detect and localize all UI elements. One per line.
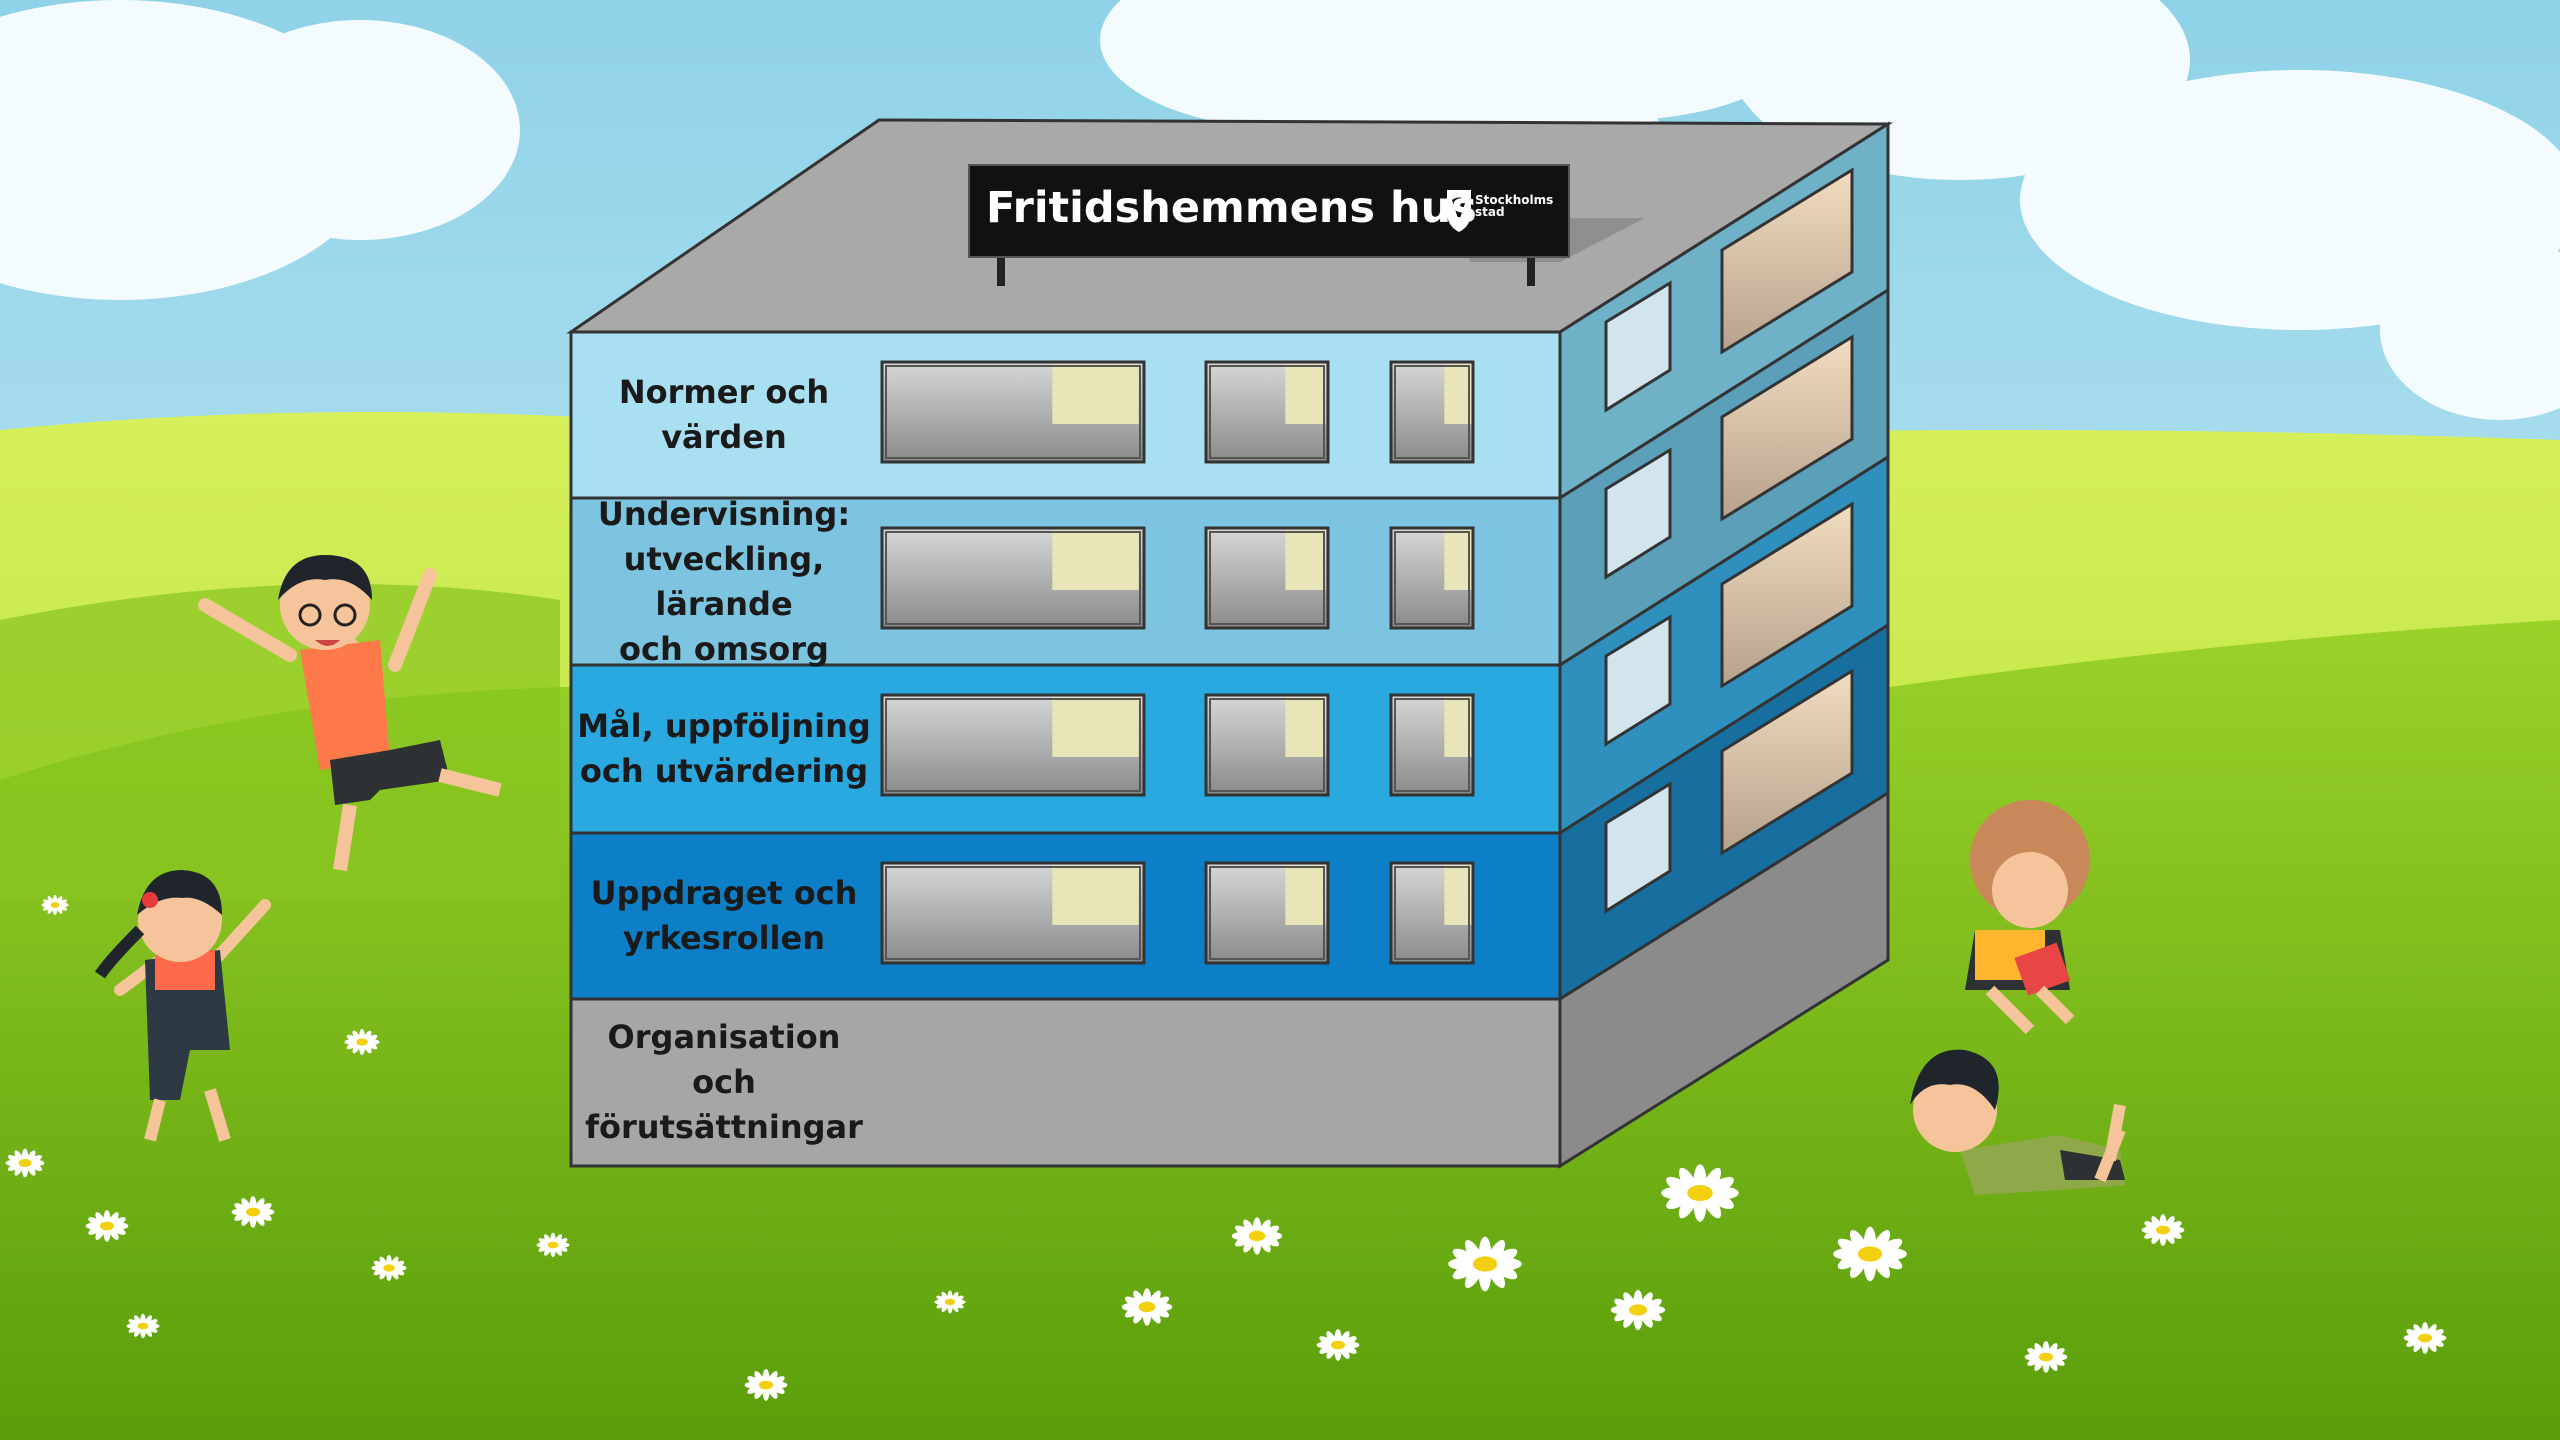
floor-label-2: Undervisning: utveckling, lärande och om…	[597, 494, 851, 668]
floor-label-5: Organisation och förutsättningar	[585, 1018, 863, 1146]
daisy	[2024, 1341, 2068, 1373]
daisy	[5, 1148, 45, 1178]
floor-label-3: Mål, uppföljning och utvärdering	[577, 707, 871, 790]
kid-lying-boy	[1910, 1049, 2126, 1195]
floor-label-4: Uppdraget och yrkesrollen	[590, 874, 858, 957]
daisy	[231, 1196, 275, 1228]
daisy	[371, 1255, 407, 1281]
daisy	[1316, 1329, 1360, 1361]
window	[1389, 693, 1475, 797]
clouds	[0, 0, 2560, 420]
kid-girl-waving	[95, 870, 271, 1142]
daisy	[1833, 1226, 1907, 1282]
floor-5-face	[569, 997, 1562, 1168]
kid-jumping-boy	[198, 555, 502, 872]
window	[1204, 693, 1330, 797]
sign-title: Fritidshemmens hus	[986, 183, 1477, 233]
daisy	[1121, 1288, 1173, 1326]
sign-post-right	[1527, 250, 1535, 286]
daisy	[85, 1210, 129, 1242]
daisy	[744, 1369, 788, 1401]
side-window	[1720, 334, 1854, 522]
window	[1204, 861, 1330, 965]
daisy	[2403, 1322, 2447, 1354]
window	[1204, 360, 1330, 464]
window	[1204, 526, 1330, 630]
window	[880, 360, 1146, 464]
window	[1389, 360, 1475, 464]
sign-logo-text: Stockholms stad	[1475, 193, 1554, 219]
side-window	[1720, 668, 1854, 856]
front-windows	[880, 360, 1475, 965]
daisy	[2141, 1214, 2185, 1246]
daisy	[344, 1029, 380, 1055]
roof-sign	[968, 164, 1570, 286]
window	[880, 526, 1146, 630]
sign-post-left	[997, 250, 1005, 286]
side-window	[1720, 501, 1854, 689]
daisy	[1448, 1236, 1522, 1292]
daisy	[1610, 1289, 1666, 1331]
window	[1389, 861, 1475, 965]
side-window	[1604, 614, 1672, 747]
side-windows	[1604, 167, 1854, 914]
flowers	[5, 894, 2447, 1401]
daisy	[126, 1313, 160, 1339]
daisy	[536, 1232, 570, 1258]
daisy	[934, 1290, 966, 1314]
floor-label-1: Normer och värden	[618, 373, 830, 456]
side-window	[1604, 781, 1672, 914]
kid-reading-girl	[1965, 800, 2090, 1035]
mid-hill	[0, 584, 560, 900]
window	[880, 861, 1146, 965]
side-window	[1720, 167, 1854, 355]
side-window	[1604, 447, 1672, 580]
daisy	[41, 894, 69, 916]
side-window	[1604, 280, 1672, 413]
daisy	[1231, 1217, 1283, 1255]
window	[880, 693, 1146, 797]
window	[1389, 526, 1475, 630]
daisy	[1661, 1164, 1739, 1222]
